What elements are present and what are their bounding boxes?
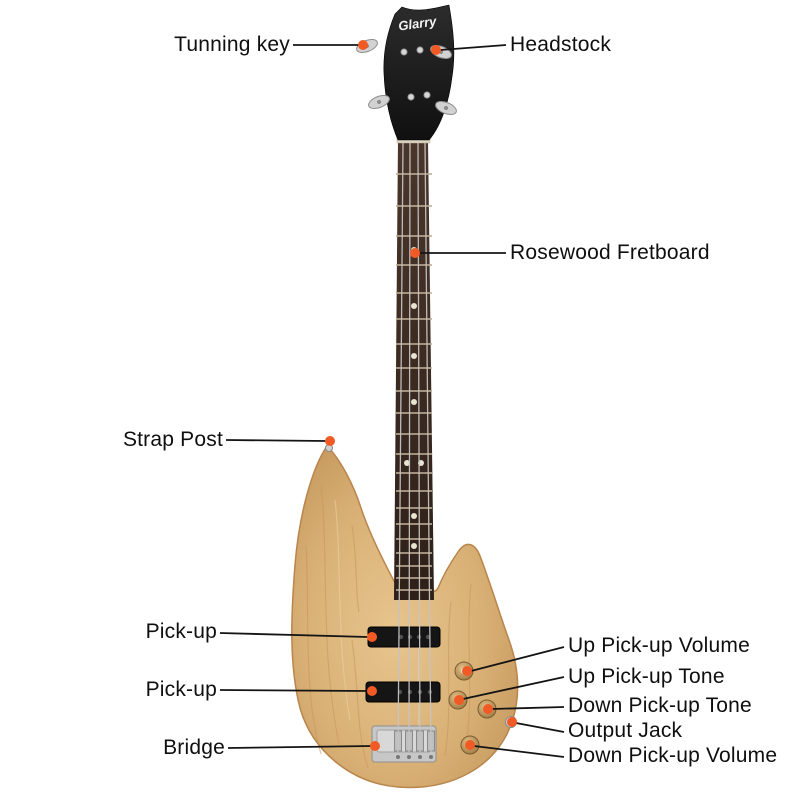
leader-pickup-lower	[219, 689, 369, 692]
label-bridge: Bridge	[163, 736, 225, 759]
bridge-part	[371, 725, 437, 763]
pickup-lower-part	[365, 681, 441, 703]
dot-output-jack	[507, 717, 517, 727]
label-pickup-lower: Pick-up	[145, 678, 217, 701]
tuner-posts	[400, 46, 431, 101]
leader-strap-post	[225, 439, 327, 442]
dot-strap-post	[325, 436, 335, 446]
leader-pickup-upper	[219, 632, 369, 638]
headstock-part: Glarry	[356, 4, 457, 141]
fretboard	[394, 140, 434, 600]
label-down-pickup-tone: Down Pick-up Tone	[568, 694, 752, 717]
label-strap-post: Strap Post	[122, 428, 223, 451]
marker-dots	[325, 40, 517, 751]
label-up-pickup-volume: Up Pick-up Volume	[568, 634, 750, 657]
leader-headstock	[439, 44, 507, 51]
dot-fretboard	[410, 248, 420, 258]
label-tuning-key: Tunning key	[174, 33, 290, 56]
dot-up-tone	[454, 695, 464, 705]
leader-bridge	[227, 745, 372, 749]
wood-grain	[305, 485, 472, 769]
leader-down-volume	[473, 745, 565, 758]
inlay-dots	[404, 247, 424, 549]
label-pickup-upper: Pick-up	[145, 620, 217, 643]
dot-down-tone	[483, 704, 493, 714]
leader-output-jack	[515, 722, 565, 733]
brand-logo: Glarry	[397, 13, 438, 33]
strings	[397, 141, 432, 753]
label-down-pickup-volume: Down Pick-up Volume	[568, 744, 778, 767]
dot-pickup-upper	[367, 632, 377, 642]
label-headstock: Headstock	[510, 33, 612, 56]
neck-fretboard	[394, 136, 434, 600]
leader-down-tone	[491, 706, 565, 710]
dot-bridge	[370, 741, 380, 751]
label-up-pickup-tone: Up Pick-up Tone	[568, 665, 725, 688]
leader-up-tone	[462, 676, 565, 700]
dot-pickup-lower	[367, 686, 377, 696]
fret-lines	[396, 173, 432, 591]
dot-down-volume	[465, 740, 475, 750]
label-output-jack: Output Jack	[568, 719, 683, 742]
dot-headstock	[431, 45, 441, 55]
dot-tuning-key	[358, 40, 368, 50]
label-rosewood-fretboard: Rosewood Fretboard	[510, 241, 710, 264]
leader-up-volume	[470, 646, 565, 672]
dot-up-volume	[462, 666, 472, 676]
leader-lines	[219, 44, 565, 758]
bridge-screws	[396, 755, 433, 759]
